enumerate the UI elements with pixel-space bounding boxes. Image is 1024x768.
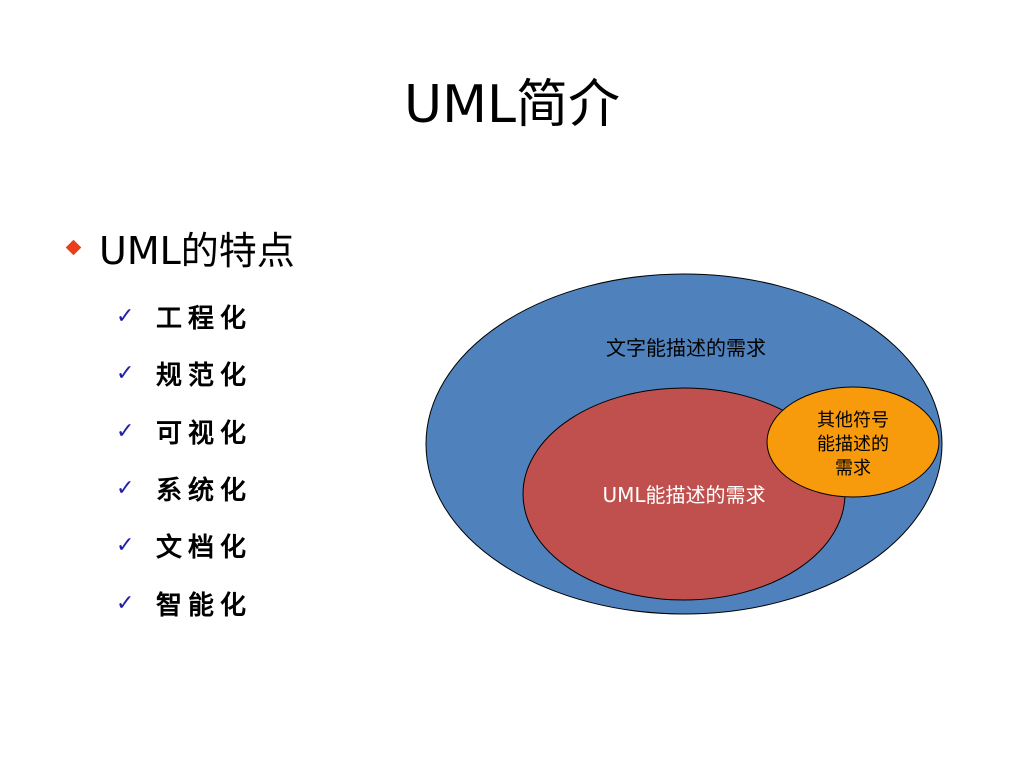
checkmark-icon: ✓	[116, 304, 135, 330]
inner-label: UML能描述的需求	[602, 483, 765, 507]
slide-title: UML简介	[404, 75, 620, 135]
list-item: ✓ 工程化	[116, 288, 252, 345]
list-item-text: 文档化	[156, 533, 253, 564]
checkmark-icon: ✓	[116, 533, 135, 559]
feature-list: ✓ 工程化 ✓ 规范化 ✓ 可视化 ✓ 系统化 ✓ 文档化 ✓ 智能化	[116, 288, 252, 632]
outer-label: 文字能描述的需求	[606, 336, 766, 360]
small-ellipse	[766, 386, 940, 498]
list-item: ✓ 可视化	[116, 403, 252, 460]
checkmark-icon: ✓	[116, 361, 135, 387]
list-item-text: 系统化	[156, 476, 253, 507]
list-item: ✓ 规范化	[116, 345, 252, 402]
checkmark-icon: ✓	[116, 590, 135, 616]
list-item-text: 规范化	[156, 361, 253, 392]
list-item-text: 可视化	[156, 418, 253, 449]
small-label-line: 需求	[835, 458, 871, 479]
list-item: ✓ 文档化	[116, 517, 252, 574]
list-item-text: 智能化	[156, 590, 253, 621]
list-item: ✓ 系统化	[116, 460, 252, 517]
checkmark-icon: ✓	[116, 476, 135, 502]
small-label-line: 能描述的	[817, 434, 889, 455]
main-bullet: UML的特点	[64, 220, 295, 275]
list-item-text: 工程化	[156, 304, 253, 335]
main-bullet-text: UML的特点	[99, 229, 295, 273]
list-item: ✓ 智能化	[116, 574, 252, 631]
checkmark-icon: ✓	[116, 418, 135, 444]
small-label-line: 其他符号	[817, 410, 889, 431]
